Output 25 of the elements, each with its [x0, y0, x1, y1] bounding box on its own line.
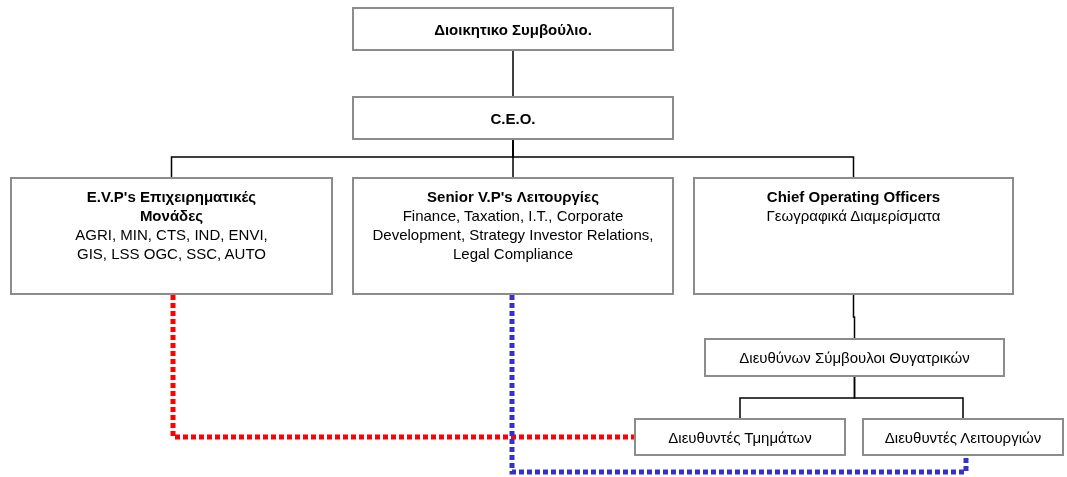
dotted-connector	[170, 295, 634, 440]
box-title: Chief Operating Officers	[766, 187, 941, 206]
org-box	[634, 418, 846, 456]
box-text: Finance, Taxation, I.T., Corporate Development, Strategy Investor Relations, Legal Compliance	[371, 206, 655, 263]
box-text: Γεωγραφικά Διαμερίσματα	[766, 206, 941, 225]
connector-line	[853, 376, 964, 419]
box-title: Διοικητικο Συμβούλιο.	[434, 19, 592, 39]
box-title: Διευθυντές Τμημάτων	[668, 427, 812, 447]
dotted-connector	[509, 295, 969, 475]
org-box	[352, 177, 674, 295]
box-title: Διευθύνων Σύμβουλοι Θυγατρικών	[739, 348, 970, 367]
org-box	[704, 338, 1005, 377]
org-box	[352, 96, 674, 140]
org-box	[693, 177, 1014, 295]
connector-line	[512, 139, 855, 178]
box-title: C.E.O.	[490, 108, 536, 128]
box-title: E.V.P's Επιχειρηματικές Μονάδες	[85, 187, 258, 225]
box-text: AGRI, MIN, CTS, IND, ENVI, GIS, LSS OGC, SSC, AUTO	[74, 225, 269, 263]
connector-line	[512, 50, 514, 97]
box-title: Senior V.P's Λειτουργίες	[427, 187, 599, 206]
org-box	[352, 7, 674, 51]
box-title: Διευθυντές Λειτουργιών	[884, 427, 1042, 447]
org-box	[862, 418, 1064, 456]
org-box	[10, 177, 333, 295]
connector-line	[852, 294, 856, 339]
